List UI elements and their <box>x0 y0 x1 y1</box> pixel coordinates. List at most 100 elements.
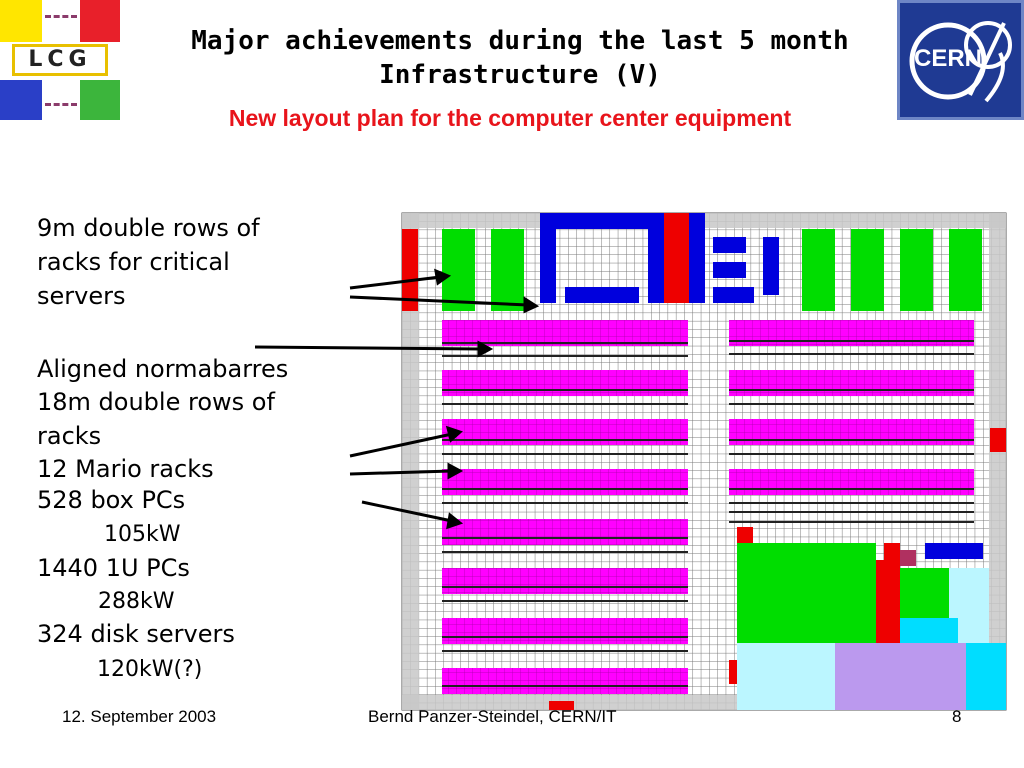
label-18m-line-1: 18m double rows of <box>37 388 275 416</box>
label-mario-racks: 12 Mario racks <box>37 455 214 483</box>
red-block <box>402 229 418 311</box>
rack-row <box>442 320 974 346</box>
red-blocks <box>402 213 1006 710</box>
blue-frame-right <box>648 229 664 303</box>
cyan-zone <box>966 643 1006 710</box>
critical-rack <box>949 229 982 311</box>
critical-rack <box>442 229 475 311</box>
rack-row-right <box>729 320 974 346</box>
label-disk-servers: 324 disk servers <box>37 620 235 648</box>
rack-row <box>442 469 974 495</box>
blue-bar <box>925 543 983 559</box>
rack-row-left <box>442 519 688 545</box>
blue-structures <box>540 213 983 559</box>
label-critical-line-2: racks for critical <box>37 248 230 276</box>
purple-block <box>900 550 916 566</box>
subtitle: New layout plan for the computer center … <box>228 105 792 131</box>
critical-rack <box>491 229 524 311</box>
cern-logo-text: CERN <box>914 45 983 72</box>
rack-row-left <box>442 370 688 396</box>
footer-author: Bernd Panzer-Steindel, CERN/IT <box>368 707 617 726</box>
mario-rack-zones <box>737 543 1006 710</box>
lcg-logo-tile-yellow <box>0 0 42 42</box>
cern-logo-rings <box>909 21 1012 103</box>
label-box-pcs-power: 105kW <box>104 522 181 547</box>
label-1u-pcs: 1440 1U PCs <box>37 554 190 582</box>
rack-row-left <box>442 320 688 346</box>
rack-row <box>442 568 688 594</box>
lcg-logo-text-box: LCG <box>12 44 108 76</box>
red-block <box>737 527 753 543</box>
arrowhead <box>446 512 464 530</box>
red-block <box>549 701 574 710</box>
rack-row-right <box>729 370 974 396</box>
blue-bar <box>713 262 746 278</box>
label-disk-servers-power: 120kW(?) <box>97 657 203 682</box>
red-block <box>664 213 689 303</box>
perimeter-right <box>989 213 1006 710</box>
arrow-critical-2 <box>349 295 529 307</box>
lcg-logo-tile-green <box>80 80 120 120</box>
footer-page-number: 8 <box>952 707 962 726</box>
red-block <box>876 560 900 643</box>
red-block <box>990 428 1006 452</box>
lcg-logo-tile-blue <box>0 80 42 120</box>
arrowhead <box>445 425 463 443</box>
arrowhead <box>447 462 464 480</box>
blue-pillar <box>763 237 779 295</box>
label-box-pcs: 528 box PCs <box>37 486 186 514</box>
label-normabarres: Aligned normabarres <box>37 355 289 383</box>
title-line-2: Infrastructure (V) <box>379 60 661 90</box>
mario-green-zone <box>900 568 949 618</box>
mario-green-zone <box>737 543 876 643</box>
rack-row-left <box>442 568 688 594</box>
rack-row-left <box>442 419 688 445</box>
lcg-logo-dash-bottom <box>45 103 77 106</box>
critical-rack <box>900 229 933 311</box>
lavender-zone <box>835 643 966 710</box>
blue-frame-left <box>540 229 556 303</box>
cyan-zone <box>900 618 958 643</box>
rack-row-left <box>442 668 688 694</box>
critical-rack <box>851 229 884 311</box>
rack-row <box>442 370 974 396</box>
arrow-normabarres <box>254 345 483 351</box>
perimeter-left <box>402 213 419 710</box>
blue-bar <box>713 287 754 303</box>
normabarres <box>442 340 974 687</box>
rack-row-right <box>729 469 974 495</box>
light-cyan-zone <box>737 643 836 710</box>
lcg-logo-tile-red <box>80 0 120 42</box>
blue-bar <box>713 237 746 253</box>
arrow-critical-1 <box>349 275 441 290</box>
label-critical-line-1: 9m double rows of <box>37 214 260 242</box>
title-line-1: Major achievements during the last 5 mon… <box>191 26 849 56</box>
arrow-mario <box>349 469 453 476</box>
annotation-arrows <box>254 268 540 530</box>
rack-rows <box>442 320 974 694</box>
lcg-logo-text: LCG <box>28 47 92 72</box>
rack-row <box>442 519 688 545</box>
rack-row-right <box>729 419 974 445</box>
critical-rack <box>802 229 835 311</box>
lcg-logo-dash-top <box>45 15 77 18</box>
label-1u-pcs-power: 288kW <box>98 589 175 614</box>
critical-server-racks <box>442 229 982 311</box>
rack-row <box>442 618 688 644</box>
label-18m-line-2: racks <box>37 422 102 450</box>
label-critical-line-3: servers <box>37 282 126 310</box>
blue-frame-bottom <box>565 287 639 303</box>
blue-frame-top <box>540 213 664 229</box>
rack-row-left <box>442 618 688 644</box>
cern-logo: CERN <box>897 0 1024 120</box>
arrowhead <box>523 296 540 314</box>
arrowhead <box>477 340 494 358</box>
arrow-18m-racks <box>349 432 453 458</box>
lcg-logo: LCG <box>0 0 120 120</box>
arrow-box-pcs <box>361 500 453 523</box>
rack-row-left <box>442 469 688 495</box>
rack-row <box>442 668 688 694</box>
red-block <box>729 660 737 684</box>
blue-pillar <box>689 213 705 303</box>
